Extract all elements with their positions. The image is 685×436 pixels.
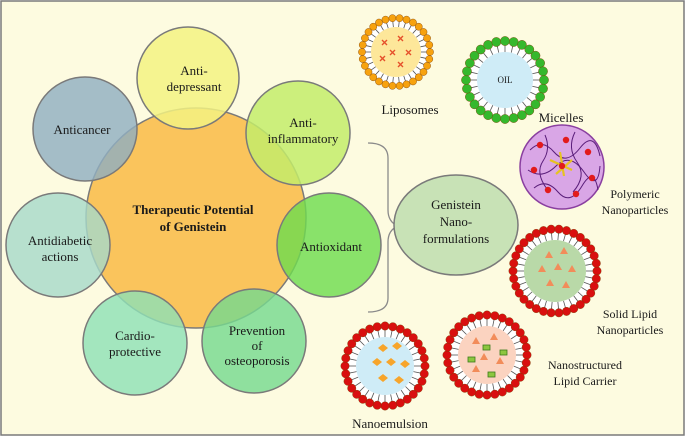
petal-antidiabetic <box>5 192 111 298</box>
micelle-core-label: OIL <box>498 75 513 85</box>
liposome-drug-icon <box>379 35 412 68</box>
sln-label-1: Solid Lipid <box>603 307 657 321</box>
polymeric-label-1: Polymeric <box>610 187 659 201</box>
center-title-line1: Therapeutic Potential <box>133 202 254 217</box>
petal-antioxidant <box>276 192 382 298</box>
label-antidiabetic-1: Antidiabetic <box>28 233 92 248</box>
petal-anti-inflammatory <box>245 80 351 186</box>
label-osteoporosis-3: osteoporosis <box>225 353 290 368</box>
petal-anticancer <box>32 76 138 182</box>
label-cardioprotective-1: Cardio- <box>115 328 155 343</box>
label-antidiabetic-2: actions <box>42 249 79 264</box>
label-anticancer: Anticancer <box>53 122 111 137</box>
polymeric-label-2: Nanoparticles <box>602 203 669 217</box>
petal-cardioprotective <box>82 290 188 396</box>
label-antidepressant-1: Anti- <box>180 63 207 78</box>
sln-label-2: Nanoparticles <box>597 323 664 337</box>
polymeric-nanoparticle-icon <box>519 124 605 210</box>
label-osteoporosis-2: of <box>252 338 264 353</box>
nano-hub-line3: formulations <box>423 231 489 246</box>
liposomes-label: Liposomes <box>381 102 438 117</box>
label-antioxidant: Antioxidant <box>300 239 362 254</box>
petal-antidepressant <box>136 26 240 130</box>
label-anti-inflammatory-2: inflammatory <box>268 131 339 146</box>
label-cardioprotective-2: protective <box>109 344 161 359</box>
center-title-line2: of Genistein <box>160 219 228 234</box>
liposome-icon <box>358 14 434 90</box>
nanoemulsion-label: Nanoemulsion <box>352 416 428 431</box>
micelle-icon <box>461 36 549 124</box>
label-osteoporosis-1: Prevention <box>229 323 286 338</box>
petal-osteoporosis <box>201 288 307 394</box>
micelles-label: Micelles <box>539 110 584 125</box>
nanostructured-lipid-carrier-icon <box>442 310 532 400</box>
nano-hub-line2: Nano- <box>440 214 473 229</box>
label-anti-inflammatory-1: Anti- <box>289 115 316 130</box>
nanoemulsion-icon <box>340 321 430 411</box>
label-antidepressant-2: depressant <box>167 79 222 94</box>
nlc-label-1: Nanostructured <box>548 358 622 372</box>
nano-hub-line1: Genistein <box>431 197 481 212</box>
nano-hub-ellipse <box>393 174 519 276</box>
nlc-label-2: Lipid Carrier <box>554 374 617 388</box>
solid-lipid-nanoparticle-icon <box>508 224 602 318</box>
